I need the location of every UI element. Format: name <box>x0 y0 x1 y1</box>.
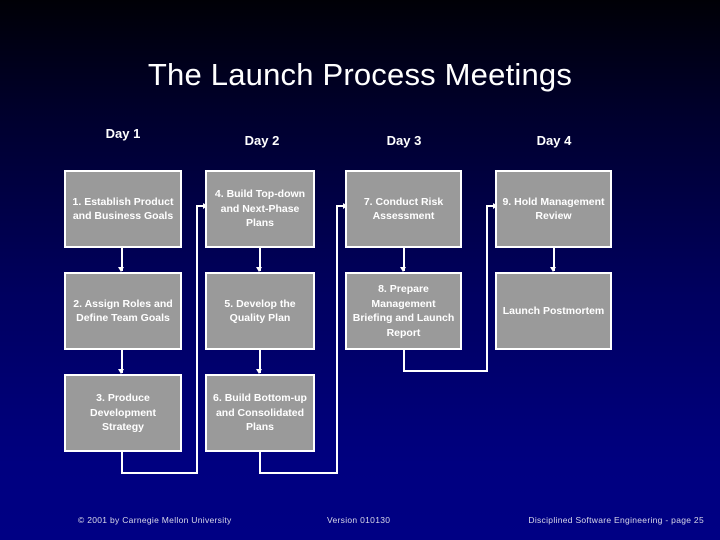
connector-step8-drop <box>403 350 405 372</box>
connector-step8-across <box>403 370 488 372</box>
process-box-step-7[interactable]: 7. Conduct Risk Assessment <box>345 170 462 248</box>
connector-step3-into-step4 <box>196 205 205 207</box>
connector-step9-step10 <box>553 248 555 271</box>
connector-step5-step6 <box>259 350 261 373</box>
column-header-day-2: Day 2 <box>244 133 280 148</box>
column-header-day-1: Day 1 <box>105 126 141 141</box>
process-box-label: Launch Postmortem <box>502 304 605 317</box>
connector-step8-riser <box>486 205 488 372</box>
process-box-step-5[interactable]: 5. Develop the Quality Plan <box>205 272 315 350</box>
process-box-step-4[interactable]: 4. Build Top-down and Next-Phase Plans <box>205 170 315 248</box>
process-box-label: 8. Prepare Management Briefing and Launc… <box>352 283 455 339</box>
connector-step7-step8 <box>403 248 405 271</box>
connector-step6-drop <box>259 452 261 474</box>
arrowhead-step1-step2 <box>118 267 124 272</box>
column-header-day-4: Day 4 <box>536 133 572 148</box>
arrowhead-step7-step8 <box>400 267 406 272</box>
process-box-label: 7. Conduct Risk Assessment <box>363 195 444 223</box>
process-box-step-6[interactable]: 6. Build Bottom-up and Consolidated Plan… <box>205 374 315 452</box>
arrowhead-step5-step6 <box>256 369 262 374</box>
page-title: The Launch Process Meetings <box>147 57 573 92</box>
connector-step4-step5 <box>259 248 261 271</box>
connector-step3-drop <box>121 452 123 474</box>
process-box-label: 5. Develop the Quality Plan <box>224 297 296 325</box>
connector-step8-into-step9 <box>486 205 495 207</box>
arrowhead-step4-step5 <box>256 267 262 272</box>
process-box-step-10[interactable]: Launch Postmortem <box>495 272 612 350</box>
process-box-step-9[interactable]: 9. Hold Management Review <box>495 170 612 248</box>
process-box-step-2[interactable]: 2. Assign Roles and Define Team Goals <box>64 272 182 350</box>
process-box-label: 3. Produce Development Strategy <box>90 392 156 434</box>
process-box-label: 6. Build Bottom-up and Consolidated Plan… <box>213 392 307 434</box>
footer-course-label: Disciplined Software Engineering - page … <box>528 515 704 525</box>
process-box-label: 1. Establish Product and Business Goals <box>72 195 174 223</box>
process-box-step-3[interactable]: 3. Produce Development Strategy <box>64 374 182 452</box>
arrowhead-step2-step3 <box>118 369 124 374</box>
connector-step1-step2 <box>121 248 123 271</box>
process-box-step-1[interactable]: 1. Establish Product and Business Goals <box>64 170 182 248</box>
process-box-label: 9. Hold Management Review <box>502 195 605 223</box>
column-header-day-3: Day 3 <box>386 133 422 148</box>
connector-step3-riser <box>196 205 198 474</box>
process-box-label: 2. Assign Roles and Define Team Goals <box>73 297 173 325</box>
connector-step6-riser <box>336 205 338 474</box>
process-box-step-8[interactable]: 8. Prepare Management Briefing and Launc… <box>345 272 462 350</box>
footer-version: Version 010130 <box>327 515 391 525</box>
footer-copyright: © 2001 by Carnegie Mellon University <box>78 515 232 525</box>
connector-step2-step3 <box>121 350 123 373</box>
connector-step6-into-step7 <box>336 205 345 207</box>
process-box-label: 4. Build Top-down and Next-Phase Plans <box>214 188 306 230</box>
arrowhead-step9-step10 <box>550 267 556 272</box>
connector-step3-across <box>121 472 198 474</box>
connector-step6-across <box>259 472 338 474</box>
